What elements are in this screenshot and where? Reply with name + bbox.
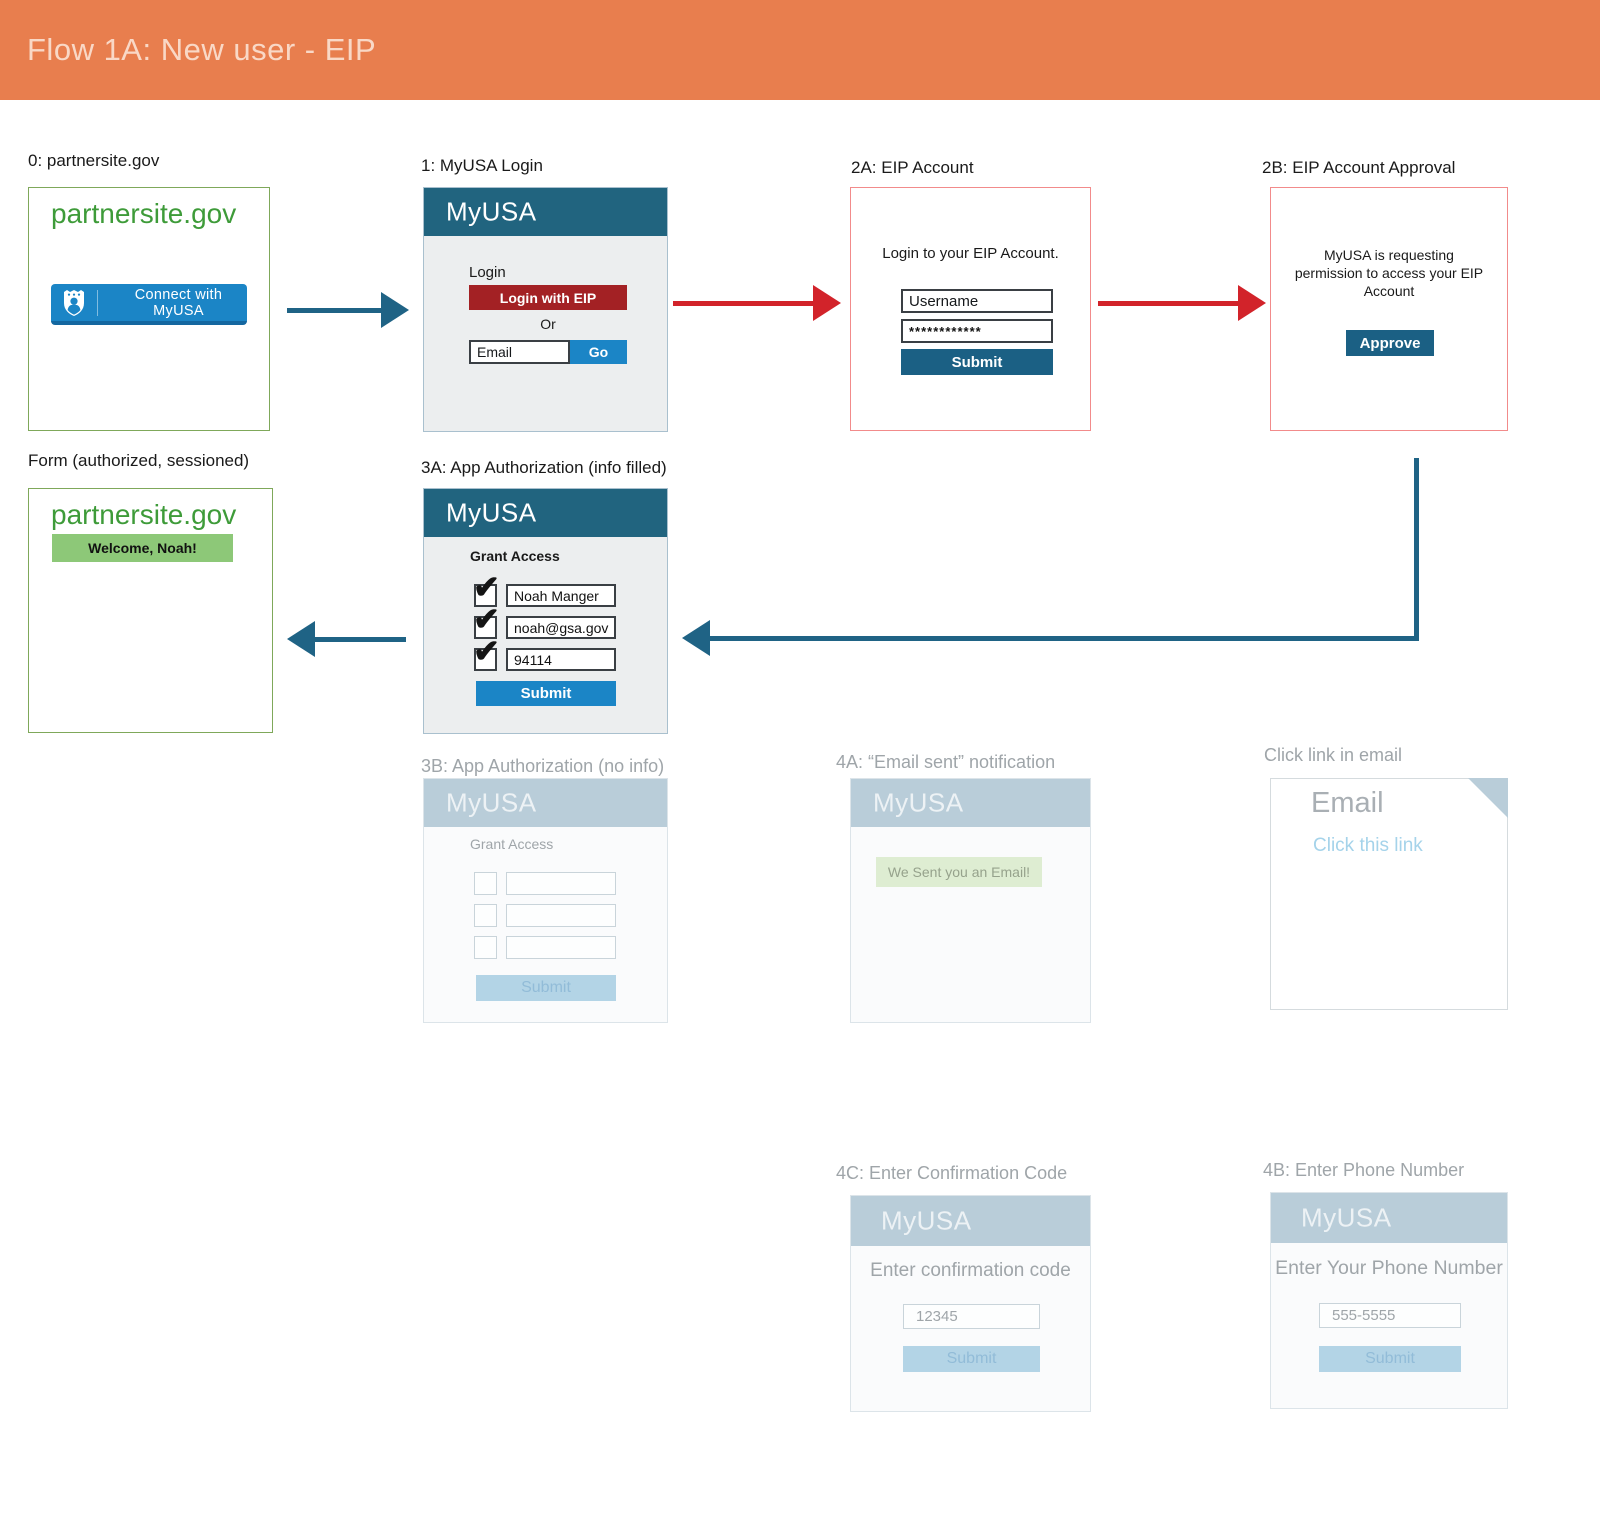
phone-number-panel: MyUSA Enter Your Phone Number Submit bbox=[1270, 1192, 1508, 1409]
panel-label-partnersite: 0: partnersite.gov bbox=[28, 151, 160, 170]
email-link[interactable]: Click this link bbox=[1313, 835, 1423, 856]
myusa-brand: MyUSA bbox=[446, 196, 537, 227]
eip-account-panel: Login to your EIP Account. Submit bbox=[850, 187, 1091, 431]
empty-field[interactable] bbox=[506, 872, 616, 895]
arrow-p2b-to-p3a-vertical bbox=[1414, 458, 1419, 641]
header-bar: Flow 1A: New user - EIP bbox=[0, 0, 1600, 100]
code-submit-button[interactable]: Submit bbox=[903, 1346, 1040, 1372]
login-label: Login bbox=[469, 264, 506, 281]
phone-number-input[interactable] bbox=[1319, 1303, 1461, 1328]
checkbox-name[interactable]: ✔ bbox=[473, 571, 500, 607]
arrow-p1-to-p2a bbox=[673, 301, 814, 306]
confirmation-code-input[interactable] bbox=[903, 1304, 1040, 1329]
arrow-p2a-to-p2b-head bbox=[1238, 285, 1266, 321]
myusa-header: MyUSA bbox=[851, 1196, 1090, 1246]
checkbox-empty[interactable] bbox=[474, 904, 497, 927]
arrow-p0-to-p1-head bbox=[381, 292, 409, 328]
panel-label-form: Form (authorized, sessioned) bbox=[28, 451, 250, 470]
folded-corner-icon bbox=[1468, 778, 1508, 818]
checkmark-icon: ✔ bbox=[473, 633, 500, 669]
email-sent-panel: MyUSA We Sent you an Email! bbox=[850, 778, 1091, 1023]
connect-with-myusa-button[interactable]: Connect with MyUSA bbox=[51, 284, 247, 325]
name-field[interactable] bbox=[506, 584, 616, 607]
myusa-brand: MyUSA bbox=[446, 787, 537, 818]
myusa-brand: MyUSA bbox=[873, 787, 964, 818]
grant-access-label: Grant Access bbox=[470, 548, 560, 564]
myusa-header: MyUSA bbox=[851, 779, 1090, 827]
arrow-p2b-to-p3a-head bbox=[682, 620, 710, 656]
myusa-login-panel: MyUSA Login Login with EIP Or Go bbox=[423, 187, 668, 432]
grant-submit-button[interactable]: Submit bbox=[476, 681, 616, 706]
confirmation-heading: Enter confirmation code bbox=[870, 1260, 1071, 1281]
approve-button[interactable]: Approve bbox=[1346, 330, 1434, 356]
empty-field[interactable] bbox=[506, 936, 616, 959]
email-field[interactable] bbox=[506, 616, 616, 639]
eip-approval-panel: MyUSA is requesting permission to access… bbox=[1270, 187, 1508, 431]
empty-field[interactable] bbox=[506, 904, 616, 927]
arrow-p3a-to-form-head bbox=[287, 621, 315, 657]
button-divider bbox=[97, 289, 98, 316]
email-title: Email bbox=[1311, 787, 1384, 819]
eip-submit-button[interactable]: Submit bbox=[901, 349, 1053, 375]
panel-label-click-link: Click link in email bbox=[1264, 745, 1403, 765]
checkbox-empty[interactable] bbox=[474, 872, 497, 895]
site-title: partnersite.gov bbox=[51, 499, 237, 530]
myusa-brand: MyUSA bbox=[1301, 1202, 1392, 1233]
panel-label-app-auth: 3A: App Authorization (info filled) bbox=[421, 458, 667, 477]
phone-submit-button[interactable]: Submit bbox=[1319, 1346, 1461, 1372]
panel-label-phone-number: 4B: Enter Phone Number bbox=[1263, 1160, 1465, 1180]
email-sent-badge: We Sent you an Email! bbox=[876, 857, 1042, 887]
zip-field[interactable] bbox=[506, 648, 616, 671]
myusa-header: MyUSA bbox=[424, 188, 667, 236]
myusa-header: MyUSA bbox=[424, 489, 667, 537]
page-title: Flow 1A: New user - EIP bbox=[27, 32, 377, 67]
grant-submit-button-disabled[interactable]: Submit bbox=[476, 975, 616, 1001]
phone-heading: Enter Your Phone Number bbox=[1275, 1257, 1503, 1279]
checkmark-icon: ✔ bbox=[473, 601, 500, 637]
login-with-eip-button[interactable]: Login with EIP bbox=[469, 285, 627, 310]
connect-button-label: Connect with MyUSA bbox=[134, 286, 223, 319]
email-input[interactable] bbox=[469, 340, 570, 364]
myusa-header: MyUSA bbox=[424, 779, 667, 827]
checkbox-zip[interactable]: ✔ bbox=[473, 635, 500, 671]
form-authorized-panel: partnersite.gov Welcome, Noah! bbox=[28, 488, 273, 733]
password-input[interactable] bbox=[901, 319, 1053, 343]
checkbox-empty[interactable] bbox=[474, 936, 497, 959]
app-auth-filled-panel: MyUSA Grant Access ✔ ✔ ✔ Submit bbox=[423, 488, 668, 734]
myusa-header: MyUSA bbox=[1271, 1193, 1507, 1243]
grant-access-label: Grant Access bbox=[470, 836, 554, 852]
or-label: Or bbox=[540, 316, 556, 332]
permission-message: MyUSA is requesting permission to access… bbox=[1294, 247, 1484, 300]
myusa-brand: MyUSA bbox=[446, 497, 537, 528]
app-auth-empty-panel: MyUSA Grant Access Submit bbox=[423, 778, 668, 1023]
partnersite-panel: partnersite.gov Connect with MyUSA bbox=[28, 187, 270, 431]
arrow-p1-to-p2a-head bbox=[813, 285, 841, 321]
panel-label-email-sent: 4A: “Email sent” notification bbox=[836, 752, 1056, 772]
checkbox-email[interactable]: ✔ bbox=[473, 603, 500, 639]
go-button[interactable]: Go bbox=[570, 340, 627, 364]
arrow-p3a-to-form bbox=[315, 637, 406, 642]
panel-label-confirmation-code: 4C: Enter Confirmation Code bbox=[836, 1163, 1068, 1183]
panel-label-eip-account: 2A: EIP Account bbox=[851, 158, 974, 177]
arrow-p0-to-p1 bbox=[287, 308, 381, 313]
welcome-badge: Welcome, Noah! bbox=[52, 534, 233, 562]
panel-label-eip-approval: 2B: EIP Account Approval bbox=[1262, 158, 1456, 177]
eip-login-heading: Login to your EIP Account. bbox=[882, 245, 1059, 262]
checkmark-icon: ✔ bbox=[473, 569, 500, 605]
arrow-p2b-to-p3a-horizontal bbox=[710, 636, 1419, 641]
site-title: partnersite.gov bbox=[51, 198, 237, 229]
panel-label-myusa-login: 1: MyUSA Login bbox=[421, 156, 543, 175]
confirmation-code-panel: MyUSA Enter confirmation code Submit bbox=[850, 1195, 1091, 1412]
myusa-brand: MyUSA bbox=[881, 1205, 972, 1236]
panel-label-app-auth-empty: 3B: App Authorization (no info) bbox=[421, 756, 665, 776]
myusa-shield-icon bbox=[62, 289, 86, 317]
username-input[interactable] bbox=[901, 289, 1053, 313]
arrow-p2a-to-p2b bbox=[1098, 301, 1239, 306]
email-document-panel: Email Click this link bbox=[1270, 778, 1508, 1010]
